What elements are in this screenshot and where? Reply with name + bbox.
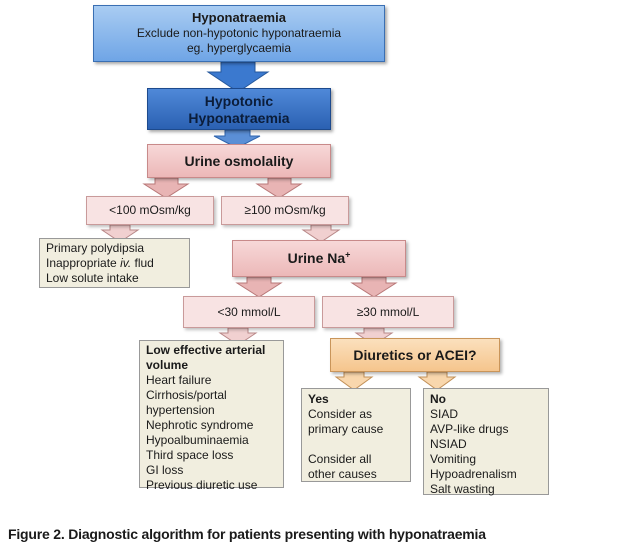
yes-spacer xyxy=(308,437,410,452)
urine-osmolality-label: Urine osmolality xyxy=(184,153,294,169)
osm-low-box: <100 mOsm/kg xyxy=(86,196,214,225)
yes-box: Yes Consider as primary cause Consider a… xyxy=(301,388,411,482)
low-osm-causes-box: Primary polydipsia Inappropriate iv. flu… xyxy=(39,238,190,288)
arrow-lowosm-to-causes xyxy=(100,224,140,243)
no-heading: No xyxy=(430,392,446,406)
no-vomiting: Vomiting xyxy=(430,452,477,466)
hyponatraemia-title: Hyponatraemia xyxy=(192,10,286,25)
item-hypoalbuminaemia: Hypoalbuminaemia xyxy=(146,433,249,447)
hypotonic-line2: Hyponatraemia xyxy=(188,110,290,126)
no-siad: SIAD xyxy=(430,407,459,421)
item-gi-loss: GI loss xyxy=(146,463,184,477)
urine-na-label: Urine Na+ xyxy=(287,249,351,266)
yes-line2: primary cause xyxy=(308,422,384,436)
urine-osmolality-box: Urine osmolality xyxy=(147,144,331,178)
yes-line4: other causes xyxy=(308,467,377,481)
low-effective-heading1: Low effective arterial xyxy=(146,343,266,357)
diuretics-label: Diuretics or ACEI? xyxy=(353,347,477,363)
item-previous-diuretic: Previous diuretic use xyxy=(146,478,258,492)
no-hypoadrenalism: Hypoadrenalism xyxy=(430,467,517,481)
no-salt-wasting: Salt wasting xyxy=(430,482,495,496)
hypotonic-line1: Hypotonic xyxy=(204,93,274,109)
arrow-osm-to-low xyxy=(142,177,190,199)
item-third-space: Third space loss xyxy=(146,448,234,462)
arrow-top-to-hypotonic xyxy=(206,61,270,93)
yes-line3: Consider all xyxy=(308,452,372,466)
arrow-diuretics-to-no xyxy=(417,371,457,391)
arrow-diuretics-to-yes xyxy=(334,371,374,391)
yes-line1: Consider as xyxy=(308,407,373,421)
item-heart-failure: Heart failure xyxy=(146,373,212,387)
arrow-hypotonic-to-osm xyxy=(213,129,261,149)
item-cirrhosis: Cirrhosis/portal xyxy=(146,388,227,402)
na-high-box: ≥30 mmol/L xyxy=(322,296,454,328)
cause-inappropriate-iv-fluid: Inappropriate iv. flud xyxy=(46,256,154,270)
item-nephrotic: Nephrotic syndrome xyxy=(146,418,254,432)
arrow-osm-to-high xyxy=(255,177,303,199)
arrow-na-to-low xyxy=(235,276,283,298)
hypotonic-box: Hypotonic Hyponatraemia xyxy=(147,88,331,130)
osm-low-label: <100 mOsm/kg xyxy=(109,203,191,217)
na-low-box: <30 mmol/L xyxy=(183,296,315,328)
na-low-label: <30 mmol/L xyxy=(217,305,281,319)
low-effective-volume-box: Low effective arterial volume Heart fail… xyxy=(139,340,284,492)
osm-high-box: ≥100 mOsm/kg xyxy=(221,196,349,225)
yes-heading: Yes xyxy=(308,392,329,406)
hyponatraemia-box: Hyponatraemia Exclude non-hypotonic hypo… xyxy=(93,5,385,62)
no-avp-like: AVP-like drugs xyxy=(430,422,509,436)
arrow-lowna-to-effective xyxy=(218,327,258,346)
na-high-label: ≥30 mmol/L xyxy=(356,305,420,319)
urine-na-box: Urine Na+ xyxy=(232,240,406,277)
arrow-highosm-to-na xyxy=(301,224,341,243)
no-box: No SIAD AVP-like drugs NSIAD Vomiting Hy… xyxy=(423,388,549,496)
low-effective-heading2: volume xyxy=(146,358,189,372)
item-hypertension: hypertension xyxy=(146,403,215,417)
cause-primary-polydipsia: Primary polydipsia xyxy=(46,241,145,255)
osm-high-label: ≥100 mOsm/kg xyxy=(244,203,326,217)
hyponatraemia-line2: Exclude non-hypotonic hyponatraemia xyxy=(136,26,342,40)
arrow-na-to-high xyxy=(350,276,398,298)
hyponatraemia-line3: eg. hyperglycaemia xyxy=(186,41,292,55)
no-nsiad: NSIAD xyxy=(430,437,467,451)
diuretics-box: Diuretics or ACEI? xyxy=(330,338,500,372)
cause-low-solute-intake: Low solute intake xyxy=(46,271,139,285)
figure-caption: Figure 2. Diagnostic algorithm for patie… xyxy=(8,526,486,542)
